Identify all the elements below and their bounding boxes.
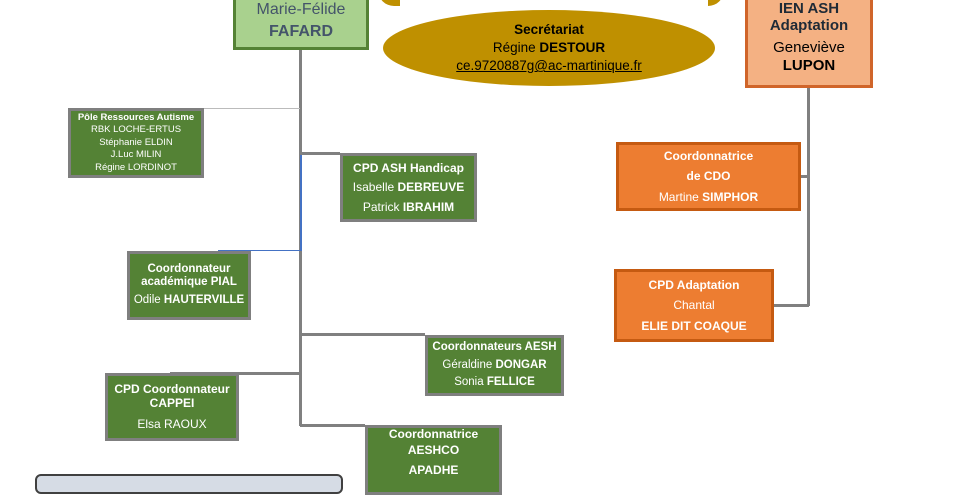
ien-line1: IEN ASH (778, 0, 840, 17)
cpd-adaptation-box: CPD Adaptation Chantal ELIE DIT COAQUE (614, 269, 774, 342)
first-name: Sonia (454, 376, 484, 389)
last-name: DEBREUVE (397, 180, 465, 195)
ien-line2: Adaptation (769, 16, 849, 34)
arrow-fragment-right (708, 0, 724, 6)
cpd-handicap-box: CPD ASH Handicap Isabelle DEBREUVE Patri… (340, 153, 477, 222)
connector-right-vertical (807, 88, 810, 306)
aesh-person: Géraldine DONGAR (442, 358, 546, 374)
aeshco-title1: Coordonnatrice (388, 427, 479, 441)
ien-last: LUPON (782, 57, 836, 74)
pole-member: Stéphanie ELDIN (99, 136, 173, 148)
aeshco-box: Coordonnatrice AESHCO APADHE (365, 425, 502, 495)
cpd-handicap-title: CPD ASH Handicap (353, 161, 464, 176)
first-name: Odile (133, 293, 161, 306)
last-name: HAUTERVILLE (163, 293, 245, 306)
aeshco-title3: APADHE (408, 463, 459, 478)
pole-member: RBK LOCHE-ERTUS (90, 124, 182, 136)
connector-blue-vertical (300, 155, 302, 251)
connector-aesh (300, 333, 425, 336)
connector-cpd-handicap (300, 152, 340, 155)
cappei-name: Elsa RAOUX (137, 416, 207, 431)
arrow-fragment-left (378, 0, 400, 6)
aeshco-title2: AESHCO (407, 443, 460, 458)
pial-box: Coordonnateur académique PIAL Odile HAUT… (127, 251, 251, 320)
pole-autisme-box: Pôle Ressources Autisme RBK LOCHE-ERTUS … (68, 108, 204, 178)
first-name: Isabelle (352, 180, 395, 195)
first-name: Géraldine (442, 358, 493, 371)
legend-panel (35, 474, 343, 494)
connector-cdo (800, 175, 809, 178)
cdo-title1: Coordonnatrice (663, 149, 754, 164)
pole-title: Pôle Ressources Autisme (77, 112, 195, 124)
ien-first: Geneviève (773, 39, 845, 56)
cpd-adaptation-last: ELIE DIT COAQUE (641, 318, 747, 333)
cpd-adaptation-first: Chantal (673, 298, 715, 313)
cdo-title2: de CDO (686, 169, 731, 184)
cappei-box: CPD Coordonnateur CAPPEI Elsa RAOUX (105, 373, 239, 441)
secretariat-ellipse: Secrétariat Régine DESTOUR ce.9720887g@a… (383, 10, 715, 86)
connector-pial (218, 250, 301, 251)
pial-person: Odile HAUTERVILLE (134, 293, 244, 309)
secretariat-first: Régine (492, 39, 536, 55)
last-name: DONGAR (495, 358, 547, 371)
connector-aeshco (300, 424, 365, 427)
connector-pole (204, 108, 300, 109)
connector-cpd-adaptation (773, 304, 809, 307)
first-name: Patrick (362, 199, 400, 214)
ien-box: IEN ASH Adaptation Geneviève LUPON (745, 0, 873, 88)
director-last-name: FAFARD (269, 23, 333, 40)
aesh-box: Coordonnateurs AESH Géraldine DONGAR Son… (425, 335, 564, 396)
cappei-title1: CPD Coordonnateur (114, 382, 230, 397)
aesh-person: Sonia FELLICE (454, 375, 535, 391)
director-box: Marie-Félide FAFARD (233, 0, 369, 50)
director-first-name: Marie-Félide (256, 1, 346, 19)
pole-member: J.Luc MILIN (110, 149, 162, 161)
cpd-adaptation-title: CPD Adaptation (648, 278, 740, 293)
last-name: FELLICE (486, 376, 535, 389)
cpd-handicap-person: Patrick IBRAHIM (363, 199, 454, 215)
cdo-box: Coordonnatrice de CDO Martine SIMPHOR (616, 142, 801, 211)
last-name: SIMPHOR (702, 189, 759, 204)
pole-member: Régine LORDINOT (95, 161, 177, 173)
aesh-title: Coordonnateurs AESH (432, 341, 557, 354)
last-name: IBRAHIM (402, 199, 455, 214)
first-name: Martine (658, 189, 699, 204)
pial-title1: Coordonnateur (147, 262, 231, 275)
cpd-handicap-person: Isabelle DEBREUVE (353, 179, 464, 195)
secretariat-last: DESTOUR (539, 39, 606, 55)
secretariat-title: Secrétariat (514, 21, 584, 37)
secretariat-name: Régine DESTOUR (493, 39, 605, 57)
pial-title2: académique PIAL (141, 275, 237, 288)
secretariat-email-link[interactable]: ce.9720887g@ac-martinique.fr (456, 58, 642, 74)
cappei-title2: CAPPEI (149, 396, 195, 411)
cdo-person: Martine SIMPHOR (659, 189, 758, 205)
